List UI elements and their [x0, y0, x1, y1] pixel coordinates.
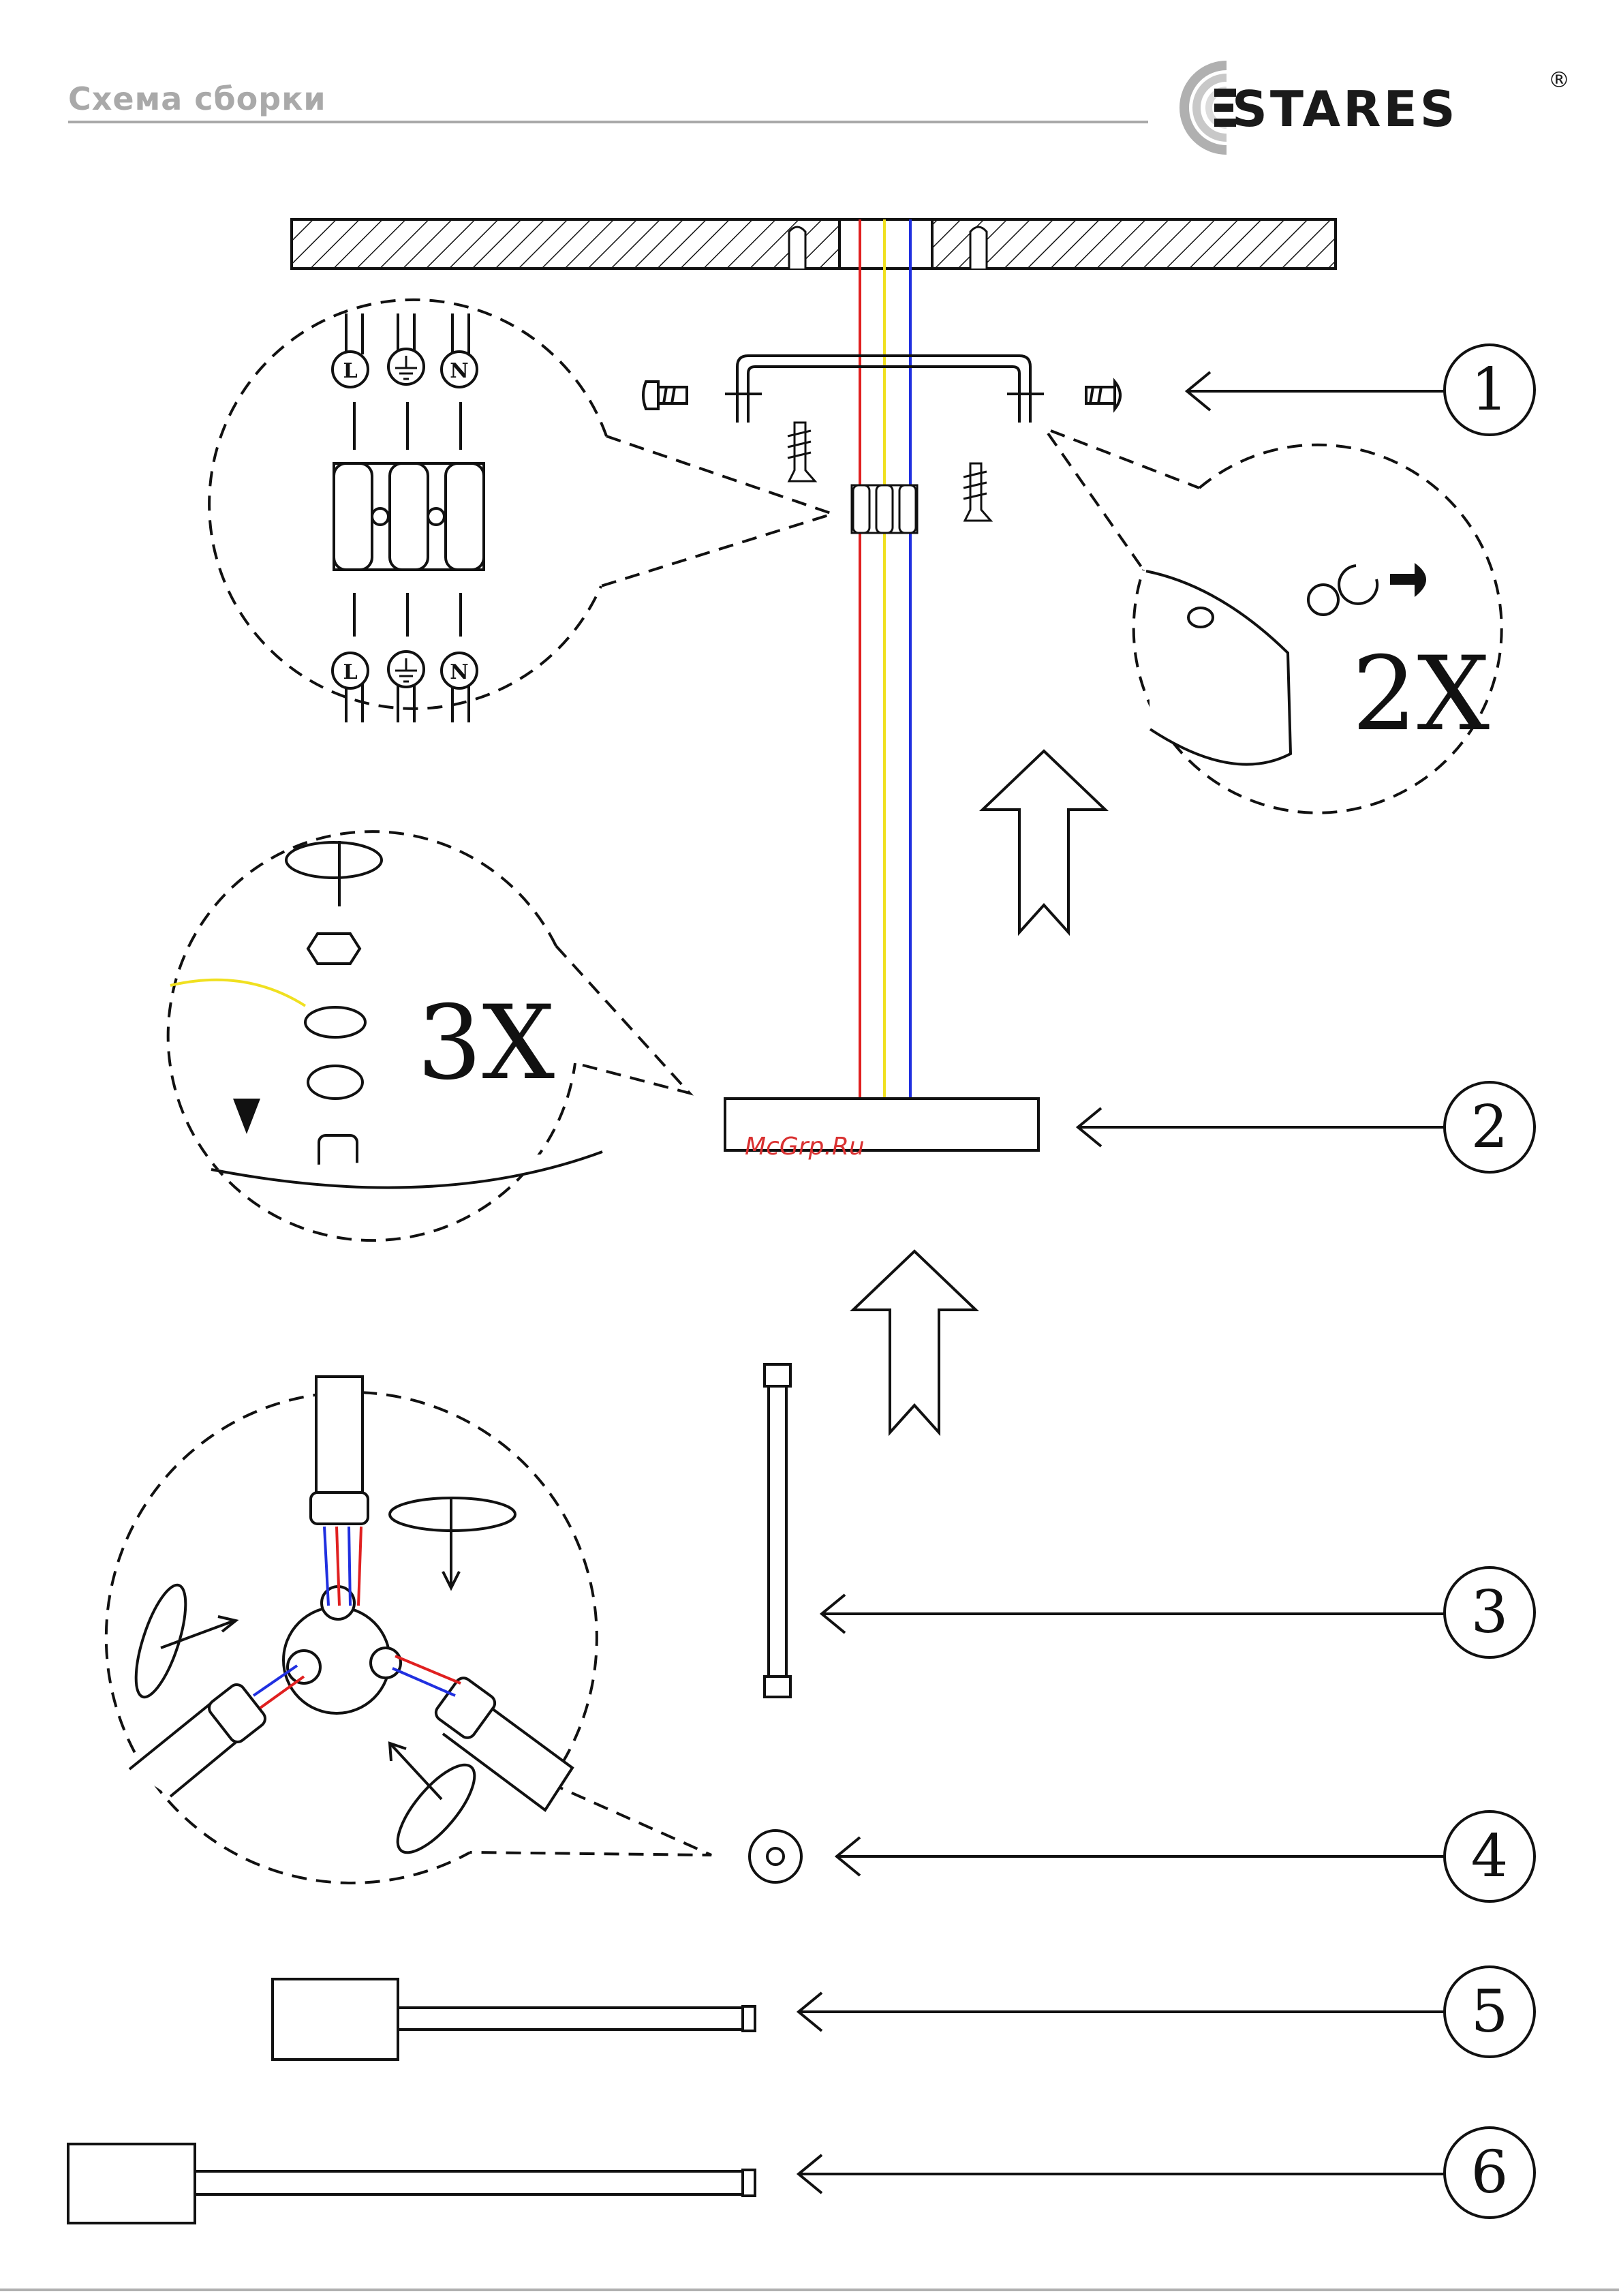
bracket-detail-screw-icon — [1390, 563, 1426, 597]
bracket-multiplier: 2X — [1352, 643, 1490, 746]
lamp-arm-short — [273, 1979, 755, 2060]
ceiling-screw-right-icon — [963, 463, 991, 521]
assembly-arrow-lower-icon — [853, 1251, 976, 1433]
ceiling-slab — [292, 219, 1336, 269]
step-number-6: 6 — [1443, 2126, 1536, 2219]
down-triangle-icon — [233, 1099, 260, 1134]
step-number-5: 5 — [1443, 1965, 1536, 2058]
terminal-block — [852, 485, 917, 533]
bracket-detail-art — [1146, 566, 1377, 765]
watermark: McGrp.Ru — [745, 1133, 865, 1161]
bracket-screw-right-icon — [1086, 382, 1120, 409]
canopy-multiplier: 3X — [417, 992, 555, 1095]
step-number-1: 1 — [1443, 343, 1536, 436]
ceiling-screw-left-icon — [788, 423, 815, 481]
step-number-2: 2 — [1443, 1081, 1536, 1174]
terminal-neutral-bottom: N — [450, 660, 468, 684]
step-number-4: 4 — [1443, 1810, 1536, 1903]
step-number-3: 3 — [1443, 1566, 1536, 1659]
assembly-arrow-upper-icon — [983, 751, 1105, 932]
lamp-arm-long — [68, 2144, 755, 2223]
terminal-live-bottom: L — [343, 660, 357, 684]
extension-rod — [765, 1364, 790, 1697]
terminal-live-top: L — [343, 359, 357, 383]
supply-wires — [860, 219, 910, 1099]
washer-icon — [750, 1831, 801, 1882]
bracket-screw-left-icon — [643, 382, 687, 409]
canopy-ground-wire — [170, 980, 305, 1006]
terminal-neutral-top: N — [450, 359, 468, 383]
